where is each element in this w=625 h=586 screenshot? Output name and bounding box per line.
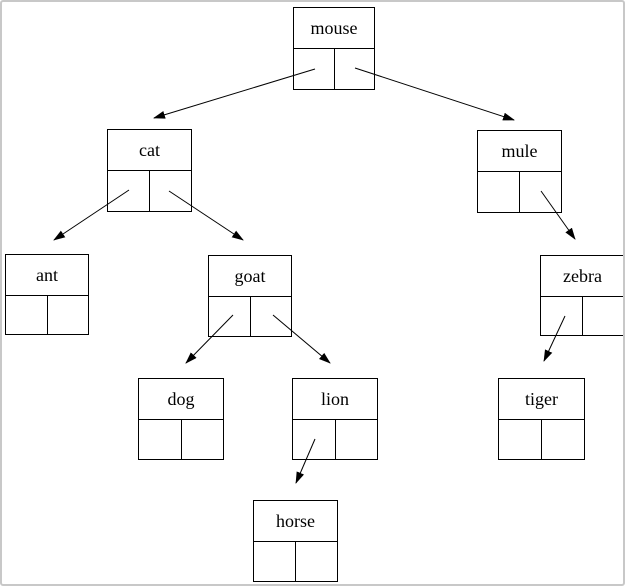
pointer-cells-ant xyxy=(6,296,88,334)
right-pointer-cell xyxy=(296,542,337,581)
right-pointer-cell xyxy=(150,171,191,211)
pointer-cells-mouse xyxy=(294,49,374,89)
tree-node-cat: cat xyxy=(107,129,192,212)
pointer-cells-zebra xyxy=(541,297,623,335)
left-pointer-cell xyxy=(139,420,182,459)
left-pointer-cell xyxy=(254,542,296,581)
pointer-cells-tiger xyxy=(499,420,584,459)
node-label-lion: lion xyxy=(293,379,377,420)
left-pointer-cell xyxy=(499,420,542,459)
right-pointer-cell xyxy=(520,172,561,212)
node-label-dog: dog xyxy=(139,379,223,420)
left-pointer-cell xyxy=(541,297,583,335)
right-pointer-cell xyxy=(251,297,292,336)
edge-mouse-mule xyxy=(354,67,515,121)
tree-node-dog: dog xyxy=(138,378,224,460)
right-pointer-cell xyxy=(335,49,375,89)
pointer-cells-goat xyxy=(209,297,291,336)
tree-node-mule: mule xyxy=(477,130,562,213)
pointer-cells-cat xyxy=(108,171,191,211)
right-pointer-cell xyxy=(336,420,378,459)
right-pointer-cell xyxy=(48,296,89,334)
pointer-cells-mule xyxy=(478,172,561,212)
node-label-horse: horse xyxy=(254,501,337,542)
tree-node-ant: ant xyxy=(5,254,89,335)
tree-node-lion: lion xyxy=(292,378,378,460)
tree-node-zebra: zebra xyxy=(540,255,623,336)
tree-node-tiger: tiger xyxy=(498,378,585,460)
pointer-cells-lion xyxy=(293,420,377,459)
tree-node-goat: goat xyxy=(208,255,292,337)
pointer-cells-dog xyxy=(139,420,223,459)
node-label-mule: mule xyxy=(478,131,561,172)
tree-node-mouse: mouse xyxy=(293,7,375,90)
right-pointer-cell xyxy=(583,297,623,335)
left-pointer-cell xyxy=(293,420,336,459)
node-label-ant: ant xyxy=(6,255,88,296)
tree-node-horse: horse xyxy=(253,500,338,582)
left-pointer-cell xyxy=(478,172,520,212)
node-label-goat: goat xyxy=(209,256,291,297)
right-pointer-cell xyxy=(182,420,224,459)
node-label-mouse: mouse xyxy=(294,8,374,49)
edge-mouse-cat xyxy=(153,68,316,119)
left-pointer-cell xyxy=(6,296,48,334)
left-pointer-cell xyxy=(294,49,335,89)
right-pointer-cell xyxy=(542,420,584,459)
pointer-cells-horse xyxy=(254,542,337,581)
left-pointer-cell xyxy=(108,171,150,211)
left-pointer-cell xyxy=(209,297,251,336)
node-label-zebra: zebra xyxy=(541,256,623,297)
node-label-cat: cat xyxy=(108,130,191,171)
node-label-tiger: tiger xyxy=(499,379,584,420)
